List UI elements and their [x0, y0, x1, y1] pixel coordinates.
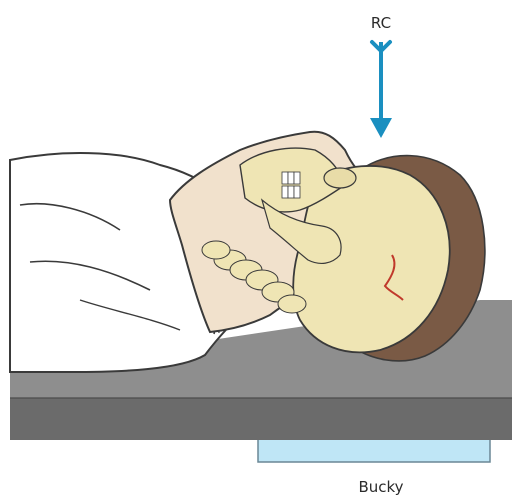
down-arrow-icon — [370, 118, 392, 138]
patient-head — [170, 132, 485, 361]
bucky-label: Bucky — [358, 478, 403, 496]
central-ray-label: RC — [371, 14, 391, 32]
central-ray — [370, 42, 392, 138]
